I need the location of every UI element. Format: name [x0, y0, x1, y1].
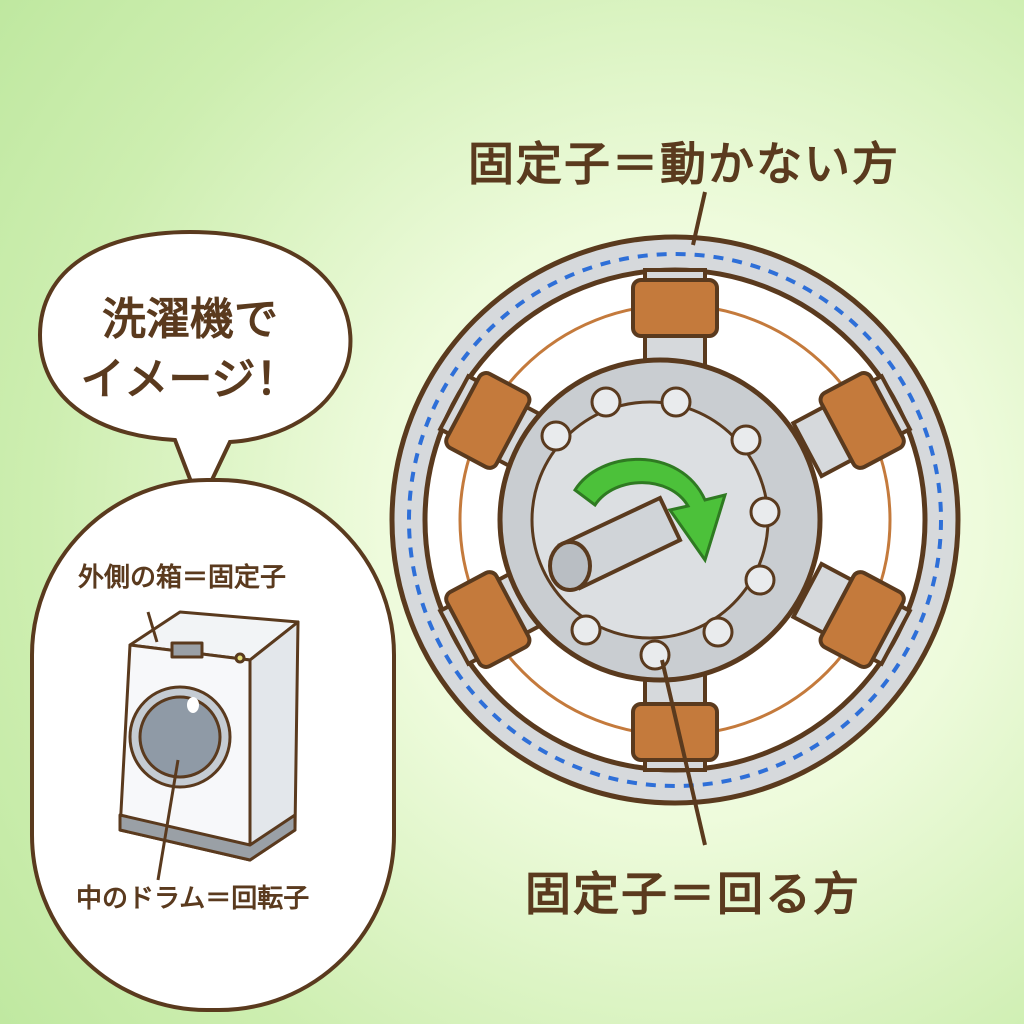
coil-icon — [818, 570, 906, 669]
coil-icon — [444, 371, 532, 470]
rotation-arrow-icon — [572, 457, 728, 564]
speech-bubble — [37, 229, 353, 511]
bubble-line-2: イメージ！ — [80, 354, 300, 405]
stator-poles — [437, 268, 913, 772]
flux-arrow-dashed — [407, 252, 943, 788]
inner-drum-label: 中のドラム＝回転子 — [76, 884, 310, 914]
stator-pointer — [691, 191, 707, 246]
rotor-bars — [540, 386, 781, 671]
washing-machine-image — [118, 610, 300, 881]
coil-icon — [631, 702, 719, 762]
rotor-pointer — [660, 659, 707, 846]
outer-box-label: 外側の箱＝固定子 — [78, 563, 287, 593]
coil-icon — [631, 278, 719, 338]
bubble-line-1: 洗濯機で — [102, 294, 278, 345]
rotor-label: 固定子＝回る方 — [525, 867, 861, 921]
coil-icon — [444, 570, 532, 669]
coil-icon — [818, 371, 906, 470]
stator-label: 固定子＝動かない方 — [468, 137, 900, 191]
bubble-text: 洗濯機で イメージ！ — [70, 290, 310, 410]
motor-diagram — [389, 191, 961, 846]
